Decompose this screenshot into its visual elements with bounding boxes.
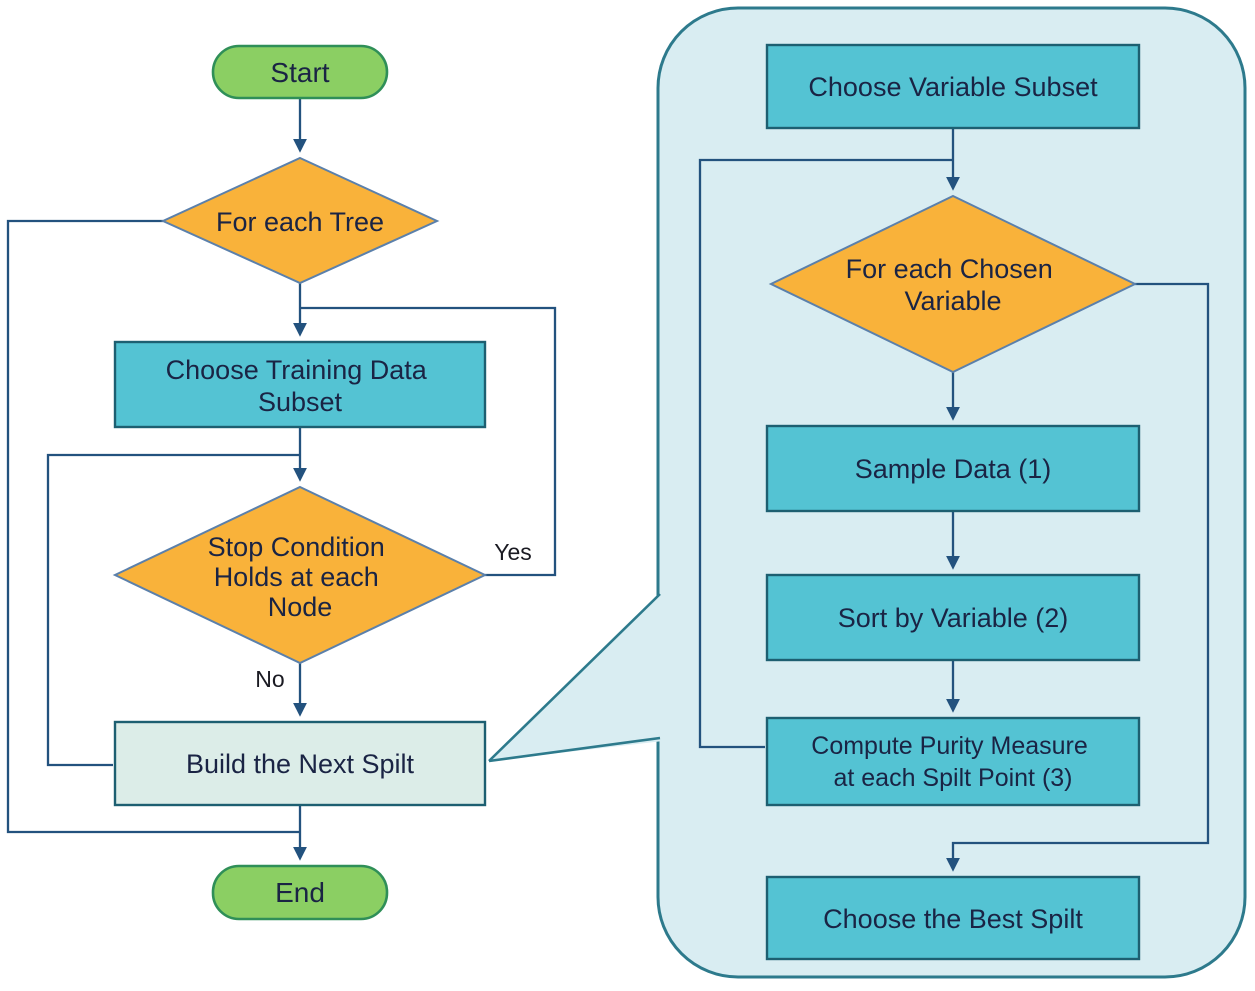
choose-best-split-process [765, 875, 1141, 961]
outer-loop-connector [6, 219, 299, 834]
callout-wedge-upper-edge [488, 593, 661, 762]
for-each-chosen-variable-decision [768, 194, 1138, 374]
yes-branch-label: Yes [494, 539, 532, 565]
start-label: Start [270, 57, 329, 88]
no-branch-label: No [255, 666, 284, 692]
build-next-split-label: Build the Next Spilt [186, 749, 415, 779]
stop-condition-decision [112, 485, 488, 665]
sort-by-variable-process [765, 573, 1141, 662]
build-split-return-connector [46, 453, 300, 767]
connector-for-each-chosen-to-choose-best [946, 282, 1210, 872]
callout-wedge-lower-edge [488, 736, 661, 763]
end-label: End [275, 877, 325, 908]
for-each-tree-label: For each Tree [216, 207, 384, 237]
compute-purity-return-connector [698, 158, 953, 749]
yes-return-connector [301, 306, 557, 577]
build-next-split-process [113, 720, 487, 807]
choose-training-data-process [113, 340, 487, 429]
choose-best-split-label: Choose the Best Spilt [823, 904, 1083, 934]
compute-purity-label: Compute Purity Measure at each Spilt Poi… [811, 732, 1094, 792]
sample-data-process [765, 424, 1141, 513]
compute-purity-process [765, 716, 1141, 807]
end-terminator [211, 864, 389, 921]
stop-condition-label: Stop Condition Holds at each Node [208, 532, 393, 622]
sort-by-variable-label: Sort by Variable (2) [838, 603, 1069, 633]
for-each-chosen-variable-label: For each Chosen Variable [846, 254, 1061, 316]
start-terminator [211, 44, 389, 100]
sample-data-label: Sample Data (1) [855, 454, 1052, 484]
choose-variable-subset-process [765, 43, 1141, 130]
choose-variable-subset-label: Choose Variable Subset [808, 72, 1098, 102]
for-each-tree-decision [160, 156, 440, 285]
choose-training-data-label: Choose Training Data Subset [166, 355, 435, 417]
